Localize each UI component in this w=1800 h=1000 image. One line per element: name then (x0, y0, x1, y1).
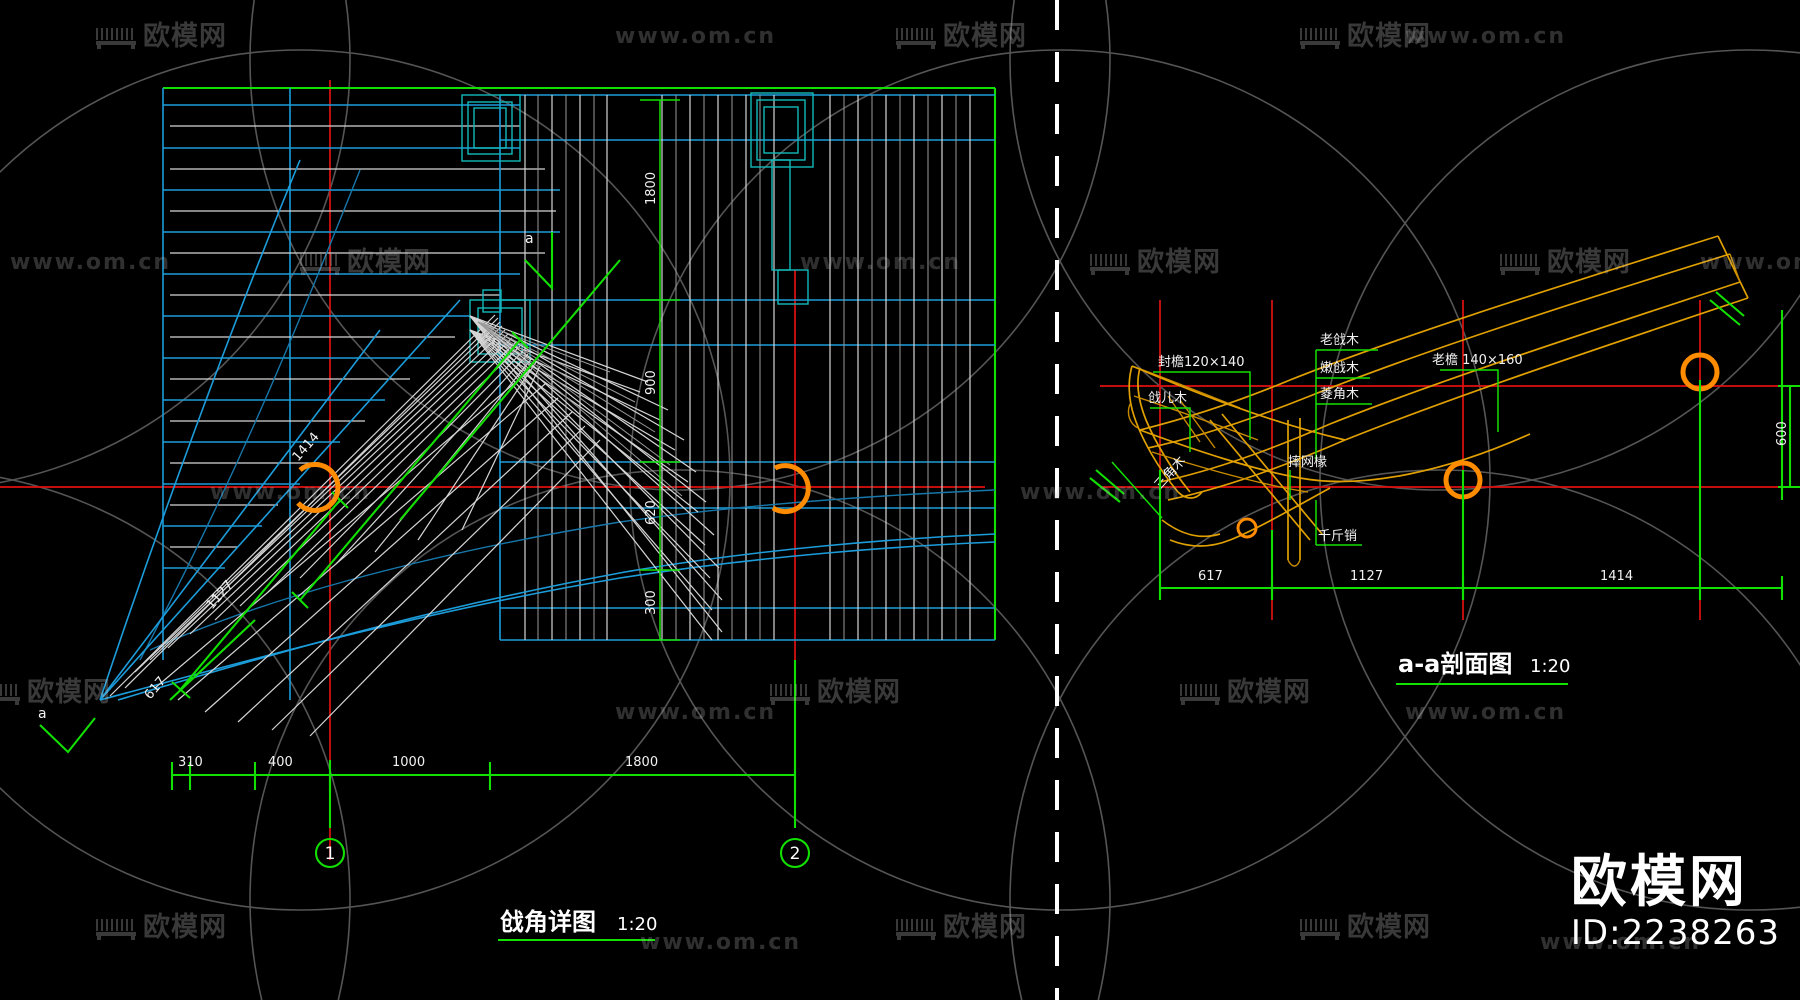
section-mark-a-left: a (38, 706, 96, 754)
hdim-1800: 1800 (625, 755, 658, 770)
vdim-900: 900 (644, 370, 659, 395)
rotation-marker-right-3 (1236, 517, 1258, 539)
rotation-marker-left-2 (771, 463, 811, 515)
axis-lines-red (0, 80, 985, 860)
right-view-scale-text: 1:20 (1530, 656, 1570, 677)
sdim-1414: 1414 (1600, 569, 1633, 584)
section-annotation-leaders: 封檐120×140 戗儿木 老戗木 嫩戗木 菱角木 老檐 140×160 摔网椽 (1111, 333, 1523, 546)
label-lingjiaomu: 菱角木 (1320, 387, 1359, 402)
left-view-scale-text: 1:20 (617, 914, 657, 935)
vdim-1800: 1800 (644, 172, 659, 205)
right-view-title-text: a-a剖面图 (1398, 650, 1512, 678)
hip-fan-rafters (99, 159, 996, 737)
beam-end-tick (1709, 291, 1745, 326)
right-view-title: a-a剖面图 1:20 (1396, 650, 1570, 686)
vdim-300: 300 (644, 590, 659, 615)
sdim-617: 617 (1198, 569, 1223, 584)
rotation-marker-left-1 (296, 461, 341, 513)
label-nenqiangmu: 嫩戗木 (1320, 361, 1359, 376)
section-label-a-2: a (525, 231, 534, 247)
label-qianjinxiao: 千斤销 (1318, 529, 1357, 544)
sdim-1127: 1127 (1350, 569, 1383, 584)
label-qianermu: 戗儿木 (1148, 391, 1187, 406)
brand-name: 欧模网 (1570, 850, 1748, 916)
brand-block: 欧模网 ID:2238263 (1571, 854, 1780, 954)
beam-nose-tick (1089, 469, 1125, 503)
column-detail-boxes (461, 92, 814, 363)
grid-bubble-1-label: 1 (325, 844, 336, 864)
hdim-1000: 1000 (392, 755, 425, 770)
right-view-section: 封檐120×140 戗儿木 老戗木 嫩戗木 菱角木 老檐 140×160 摔网椽 (1089, 235, 1800, 686)
hdim-400: 400 (268, 755, 293, 770)
vertical-dimension-chain: 1800 900 620 300 (640, 99, 680, 641)
grid-bubble-2[interactable]: 2 (779, 837, 811, 869)
sdim-600: 600 (1775, 421, 1790, 446)
left-view-title-text: 戗角详图 (500, 908, 596, 936)
section-label-a-1: a (38, 706, 47, 722)
hdim-310: 310 (178, 755, 203, 770)
timber-beam-profile (1127, 235, 1749, 567)
vdim-620: 620 (644, 500, 659, 525)
section-mark-a-top: a (524, 231, 554, 291)
grid-bubble-1[interactable]: 1 (314, 837, 346, 869)
dim-617: 617 (142, 674, 170, 703)
left-view-title: 戗角详图 1:20 (498, 908, 657, 942)
section-dimension-chain: 617 1127 1414 (1158, 569, 1784, 600)
brand-id: ID:2238263 (1570, 913, 1780, 954)
section-vertical-dimension: 600 (1775, 384, 1800, 489)
label-laoyan: 老檐 140×160 (1432, 353, 1523, 368)
grid-bubble-2-label: 2 (790, 844, 801, 864)
bottom-dimension-chain: 310 400 1000 1800 (170, 660, 797, 828)
label-shuaiwangchuan: 摔网椽 (1288, 454, 1327, 470)
label-laoqiangmu: 老戗木 (1320, 333, 1359, 348)
dim-1414: 1414 (290, 430, 323, 465)
label-fengyan: 封檐120×140 (1158, 355, 1245, 370)
